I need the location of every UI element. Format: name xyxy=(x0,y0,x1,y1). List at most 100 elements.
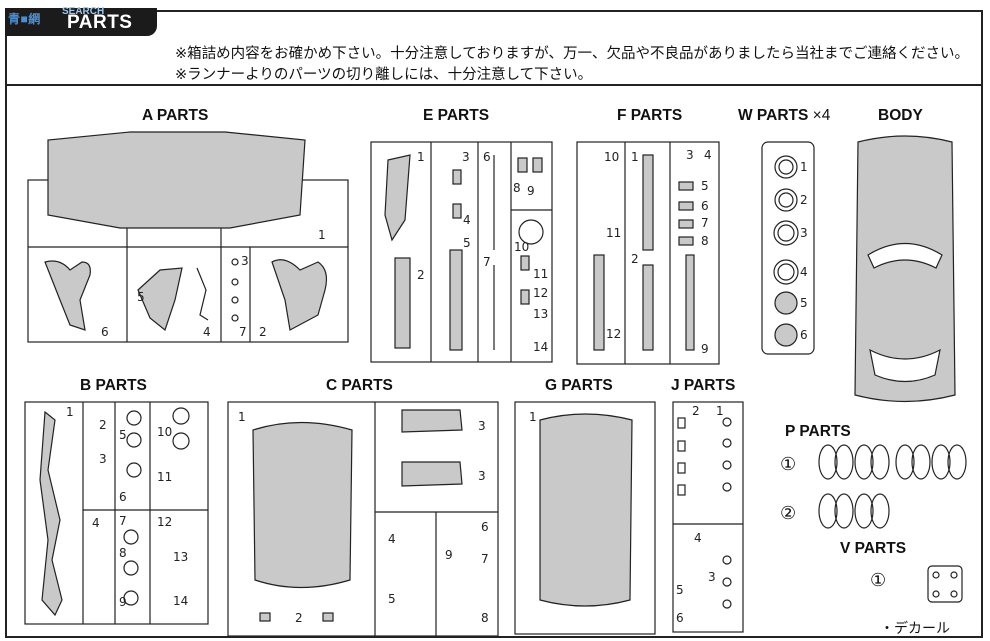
title-tab: PARTS LIST xyxy=(5,8,157,55)
e-num-9: 9 xyxy=(527,184,535,198)
p-parts-tires xyxy=(818,444,967,529)
label-body: BODY xyxy=(878,107,923,124)
b-parts-sprue xyxy=(24,401,209,625)
label-c-parts: C PARTS xyxy=(326,377,393,394)
f-num-7: 7 xyxy=(701,216,709,230)
a-parts-sprue xyxy=(27,131,349,343)
a-num-1: 1 xyxy=(318,228,326,242)
notice-line-1: ※箱詰め内容をお確かめ下さい。十分注意しておりますが、万一、欠品や不良品がありま… xyxy=(175,46,969,62)
w-num-2: 2 xyxy=(800,193,808,207)
a-num-2: 2 xyxy=(259,325,267,339)
g-parts-sprue xyxy=(514,401,656,635)
b-num-3: 3 xyxy=(99,452,107,466)
a-num-5: 5 xyxy=(137,290,145,304)
b-num-12: 12 xyxy=(157,515,173,529)
f-num-11: 11 xyxy=(606,226,622,240)
p-item-1: ① xyxy=(780,454,797,474)
f-num-8: 8 xyxy=(701,234,709,248)
label-p-parts: P PARTS xyxy=(785,423,851,440)
a-num-4: 4 xyxy=(203,325,211,339)
parts-list-frame xyxy=(5,10,983,638)
g-num-1: 1 xyxy=(529,410,537,424)
c-num-8: 8 xyxy=(481,611,489,625)
label-w-parts: W PARTS ×4 xyxy=(738,107,830,125)
b-num-4: 4 xyxy=(92,516,100,530)
label-e-parts: E PARTS xyxy=(423,107,490,124)
b-num-10: 10 xyxy=(157,425,173,439)
f-num-6: 6 xyxy=(701,199,709,213)
header-box xyxy=(5,10,983,86)
b-num-8: 8 xyxy=(119,546,127,560)
c-num-2: 2 xyxy=(295,611,303,625)
b-num-13: 13 xyxy=(173,550,189,564)
w-num-3: 3 xyxy=(800,226,808,240)
c-num-5: 5 xyxy=(388,592,396,606)
label-a-parts: A PARTS xyxy=(142,107,209,124)
f-num-2: 2 xyxy=(631,252,639,266)
label-j-parts: J PARTS xyxy=(671,377,736,394)
b-num-5: 5 xyxy=(119,428,127,442)
w-num-1: 1 xyxy=(800,160,808,174)
f-num-10: 10 xyxy=(604,150,620,164)
e-num-4: 4 xyxy=(463,213,471,227)
f-num-12: 12 xyxy=(606,327,622,341)
e-num-12: 12 xyxy=(533,286,549,300)
j-parts-sprue xyxy=(672,401,744,633)
b-num-6: 6 xyxy=(119,490,127,504)
watermark-text: SEARCH xyxy=(62,6,105,17)
j-num-6: 6 xyxy=(676,611,684,625)
e-parts-sprue xyxy=(370,141,553,363)
v-parts xyxy=(927,565,963,603)
watermark-logo: 青■網 xyxy=(8,12,41,26)
e-num-14: 14 xyxy=(533,340,549,354)
a-num-3: 3 xyxy=(241,254,249,268)
b-num-11: 11 xyxy=(157,470,173,484)
f-parts-sprue xyxy=(576,141,720,365)
e-num-2: 2 xyxy=(417,268,425,282)
e-num-6: 6 xyxy=(483,150,491,164)
c-num-7: 7 xyxy=(481,552,489,566)
e-num-8: 8 xyxy=(513,181,521,195)
decal-label: ・デカール xyxy=(880,621,950,637)
label-g-parts: G PARTS xyxy=(545,377,613,394)
page-title: PARTS LIST xyxy=(67,12,133,55)
f-num-3: 3 xyxy=(686,148,694,162)
a-num-6: 6 xyxy=(101,325,109,339)
j-num-3: 3 xyxy=(708,570,716,584)
body-shell xyxy=(854,135,956,403)
c-num-9: 9 xyxy=(445,548,453,562)
e-num-1: 1 xyxy=(417,150,425,164)
f-num-1: 1 xyxy=(631,150,639,164)
e-num-7: 7 xyxy=(483,255,491,269)
j-num-2: 2 xyxy=(692,404,700,418)
e-num-13: 13 xyxy=(533,307,549,321)
c-num-1: 1 xyxy=(238,410,246,424)
e-num-11: 11 xyxy=(533,267,549,281)
w-parts-sprue xyxy=(761,141,815,355)
f-num-9: 9 xyxy=(701,342,709,356)
c-parts-sprue xyxy=(227,401,499,637)
b-num-2: 2 xyxy=(99,418,107,432)
w-parts-qty: ×4 xyxy=(812,107,831,124)
c-num-4: 4 xyxy=(388,532,396,546)
b-num-1: 1 xyxy=(66,405,74,419)
j-num-5: 5 xyxy=(676,583,684,597)
w-parts-text: W PARTS xyxy=(738,107,809,124)
label-f-parts: F PARTS xyxy=(617,107,683,124)
w-num-4: 4 xyxy=(800,265,808,279)
label-b-parts: B PARTS xyxy=(80,377,147,394)
j-num-4: 4 xyxy=(694,531,702,545)
notice-line-2: ※ランナーよりのパーツの切り離しには、十分注意して下さい。 xyxy=(175,67,593,83)
j-num-1: 1 xyxy=(716,404,724,418)
b-num-14: 14 xyxy=(173,594,189,608)
w-num-5: 5 xyxy=(800,296,808,310)
p-item-2: ② xyxy=(780,503,797,523)
w-num-6: 6 xyxy=(800,328,808,342)
e-num-5: 5 xyxy=(463,236,471,250)
e-num-3: 3 xyxy=(462,150,470,164)
b-num-9: 9 xyxy=(119,595,127,609)
a-num-7: 7 xyxy=(239,325,247,339)
f-num-5: 5 xyxy=(701,179,709,193)
c-num-3b: 3 xyxy=(478,469,486,483)
